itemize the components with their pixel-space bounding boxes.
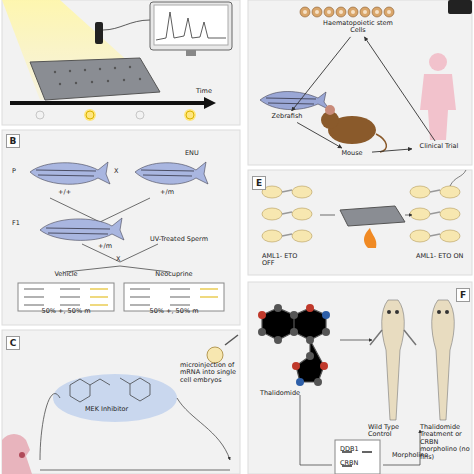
generation-label: F1 — [12, 220, 26, 227]
panel-letter: F — [456, 288, 470, 302]
drug-label: MEK Inhibitor — [85, 406, 155, 413]
embryo-scene — [262, 170, 466, 248]
plate-node: Neocuprine 50% +, 50% m — [124, 271, 224, 316]
genotype-label: +/+ — [58, 189, 78, 196]
condition-label: AML1- ETO ON — [416, 253, 466, 260]
mek-scene — [2, 335, 238, 474]
method-label: microinjection of mRNA into single cell … — [180, 362, 238, 384]
genotype-label: +/m — [98, 243, 118, 250]
translation-scene — [260, 0, 472, 152]
drug-label: Thalidomide — [260, 390, 310, 397]
node-title: Haematopoietic stem Cells — [318, 20, 398, 35]
condition-label: AML1- ETO OFF — [262, 253, 312, 268]
axis-label: Time — [196, 88, 226, 95]
cycle-arrow — [372, 149, 412, 152]
control-label: Wild Type Control — [368, 424, 410, 439]
cross-symbol: X — [114, 168, 124, 175]
node-note: 50% +, 50% m — [124, 308, 224, 315]
cycle-arrow — [292, 37, 351, 111]
node-title: Neocuprine — [124, 271, 224, 278]
cycle-arrow — [297, 123, 342, 149]
spacer — [124, 278, 224, 308]
plate-reader-scene — [2, 0, 232, 121]
spacer — [18, 278, 114, 308]
band-label: CRBN — [340, 460, 370, 467]
cell-group: Haematopoietic stem Cells — [318, 20, 398, 35]
generation-label: P — [12, 168, 24, 175]
mutagen-label: ENU — [185, 150, 207, 157]
node-title: Mouse — [334, 150, 370, 157]
screen-scene — [18, 162, 224, 311]
node-title: Clinical Trial — [414, 143, 464, 150]
genotype-label: +/m — [160, 189, 180, 196]
mouse-node: Mouse — [334, 150, 370, 157]
cross-symbol: X — [116, 256, 126, 263]
node-note: 50% +, 50% m — [18, 308, 114, 315]
reagent-label: Morpholino — [392, 452, 432, 459]
plate-node: Vehicle 50% +, 50% m — [18, 271, 114, 316]
band-label: DDB1 — [340, 446, 370, 453]
cycle-arrow — [364, 37, 435, 141]
panel-letter: E — [252, 176, 266, 190]
treatment-label: UV-Treated Sperm — [150, 236, 220, 243]
panel-letter: C — [6, 336, 20, 350]
clinical-trial-node: Clinical Trial — [414, 143, 464, 150]
node-title: Zebrafish — [262, 113, 312, 120]
node-title: Vehicle — [18, 271, 114, 278]
panel-letter: B — [6, 134, 20, 148]
zebrafish-node: Zebrafish — [262, 113, 312, 120]
